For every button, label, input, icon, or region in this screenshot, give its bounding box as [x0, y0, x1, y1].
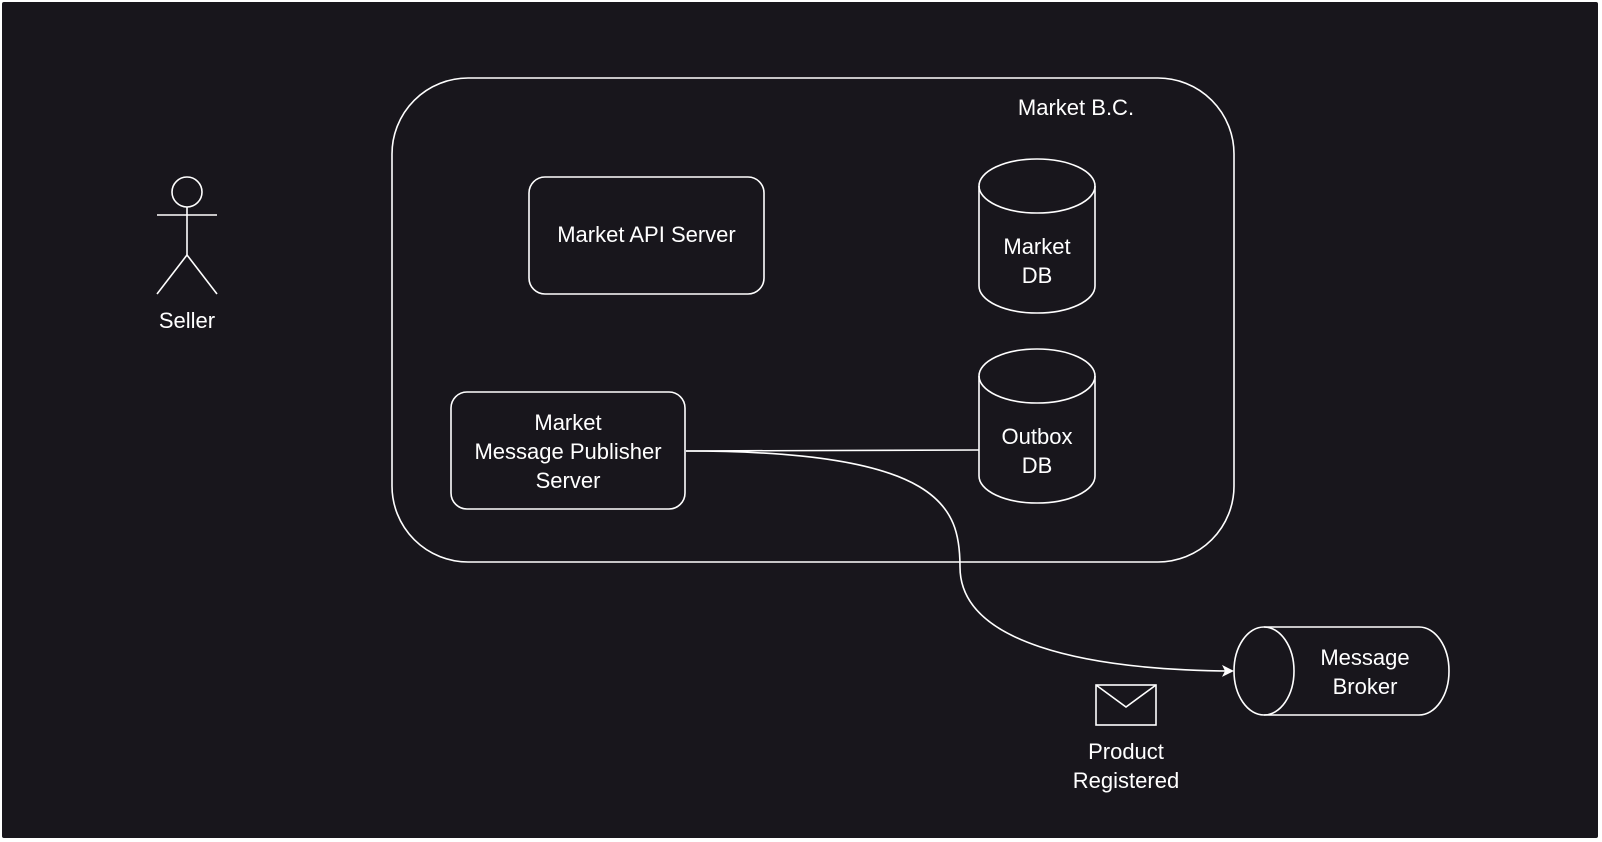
message-broker-label: Message Broker — [1320, 645, 1410, 699]
outbox-db-label: Outbox DB — [1001, 424, 1073, 478]
publisher-outbox-connector — [685, 449, 980, 452]
product-registered-label: Product Registered — [1072, 739, 1180, 793]
message-publisher-server-box — [450, 391, 686, 510]
market-db-cylinder — [978, 158, 1096, 314]
message-broker-cylinder — [1233, 626, 1450, 716]
market-bc-label: Market B.C. — [1017, 95, 1135, 120]
envelope-icon — [1095, 684, 1157, 726]
message-publisher-server-label: Market Message Publisher Server — [474, 410, 662, 493]
outbox-db-cylinder — [978, 348, 1096, 504]
market-db-label: Market DB — [1003, 234, 1071, 288]
market-api-server-box — [528, 176, 765, 295]
publisher-broker-arrow — [685, 450, 1234, 677]
market-api-server-label: Market API Server — [557, 222, 736, 247]
seller-label: Seller — [158, 308, 216, 333]
seller-stick-figure-icon — [156, 176, 218, 295]
market-bc-boundary — [391, 77, 1235, 563]
